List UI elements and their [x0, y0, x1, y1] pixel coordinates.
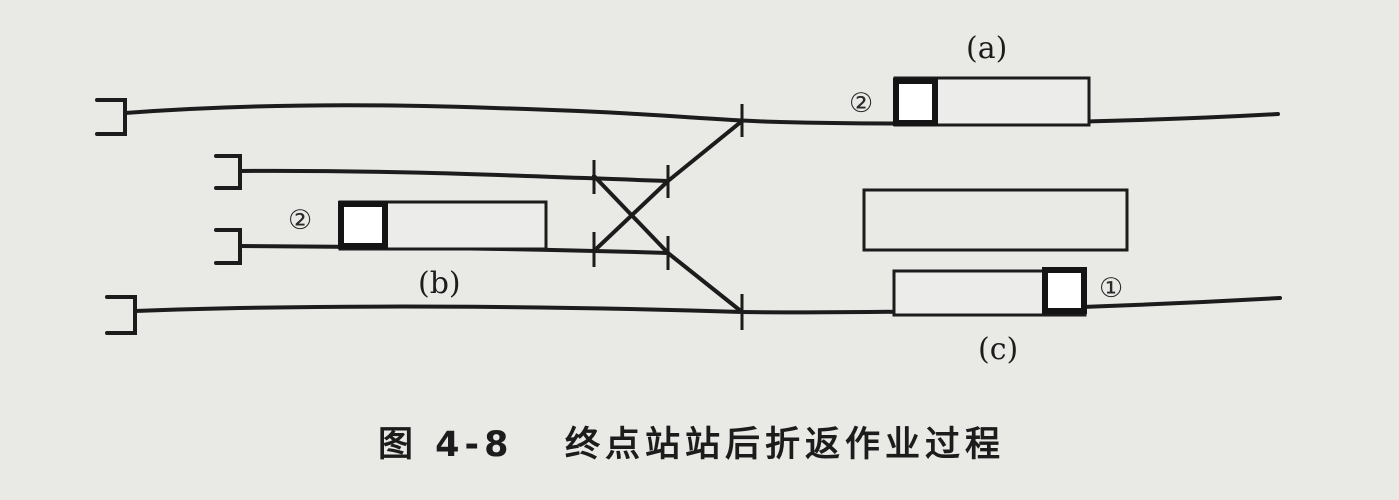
- caption-number: 图 4-8: [378, 425, 513, 465]
- track-2: [214, 154, 670, 190]
- train-a-label: (a): [966, 31, 1007, 66]
- diverge-upper: [666, 119, 744, 183]
- caption-title: 终点站站后折返作业过程: [565, 425, 1005, 465]
- train-a-cab: [893, 78, 938, 126]
- track-2-buffer-stop: [214, 154, 242, 190]
- train-c-cab: [1042, 267, 1087, 314]
- train-b-marker: ②: [288, 205, 312, 236]
- train-c: ① (c): [892, 267, 1123, 367]
- train-b: ② (b): [288, 200, 548, 301]
- train-a-marker: ②: [849, 88, 873, 119]
- crossover: [592, 104, 744, 330]
- train-b-label: (b): [418, 266, 461, 301]
- figure-caption: 图 4-8 终点站站后折返作业过程: [378, 425, 1005, 465]
- train-c-label: (c): [978, 332, 1018, 367]
- diverge-lower: [666, 251, 744, 314]
- track-1-rail: [123, 103, 1280, 126]
- train-b-cab: [338, 201, 388, 249]
- cross-diagonal-2: [592, 179, 670, 253]
- platform: [862, 188, 1129, 252]
- track-3-buffer-stop: [214, 228, 242, 265]
- track-1: [95, 98, 1280, 136]
- track-4-buffer-stop: [105, 295, 137, 335]
- train-c-marker: ①: [1099, 273, 1123, 304]
- train-a: ② (a): [849, 31, 1091, 127]
- track-2-rail: [238, 168, 670, 183]
- track-1-buffer-stop: [95, 98, 127, 136]
